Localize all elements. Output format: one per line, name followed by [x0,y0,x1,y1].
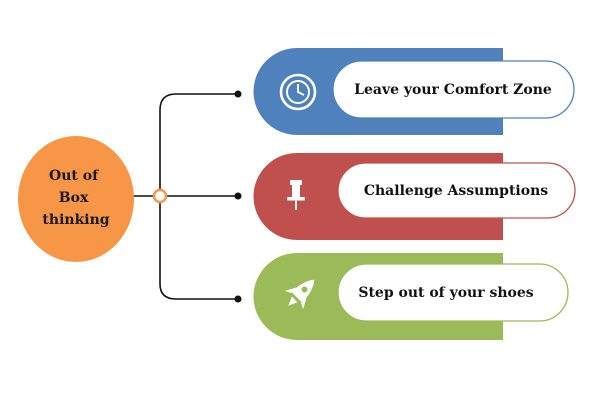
item-challenge-assumptions: Challenge Assumptions [253,153,576,240]
item-leave-comfort-zone: Leave your Comfort Zone [253,48,575,135]
junction-ring [152,188,168,204]
item-pill-1 [332,60,575,119]
connector-dot-middle [234,192,242,200]
center-label: Out of Box thinking [42,168,109,228]
connector-dot-bottom [234,295,242,303]
center-ellipse [18,136,134,262]
center-label-line-3: thinking [42,212,109,228]
center-label-line-1: Out of [49,168,99,184]
connector-branch-bottom [159,196,236,300]
center-node: Out of Box thinking [18,136,134,262]
rocket-icon [284,279,315,310]
connector-dot-top [234,90,242,98]
item-label-1: Leave your Comfort Zone [354,82,552,98]
item-step-out-of-your-shoes: Step out of your shoes [253,253,569,340]
clock-icon [279,73,317,111]
connector-lines [132,93,236,300]
item-pill-2 [337,162,576,219]
center-label-line-2: Box [59,190,89,206]
connector-branch-top [159,93,236,196]
pushpin-icon [287,180,305,210]
item-label-2: Challenge Assumptions [364,183,548,199]
item-pill-3 [337,263,569,322]
item-label-3: Step out of your shoes [358,285,533,301]
